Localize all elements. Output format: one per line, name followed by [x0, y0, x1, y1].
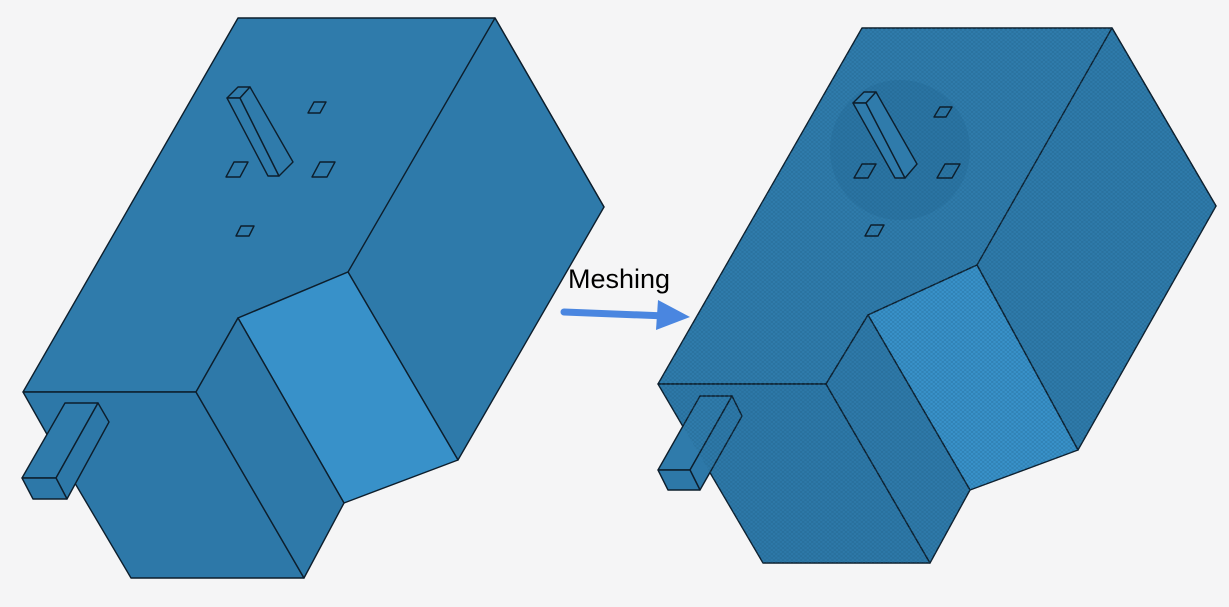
pocket-3: [311, 161, 336, 178]
meshing-label: Meshing: [568, 264, 671, 294]
meshing-arrow: [560, 300, 690, 330]
pocket-1: [307, 101, 327, 114]
pocket-4: [235, 225, 255, 237]
rib-end: [239, 86, 294, 177]
geometry-model: [21, 17, 605, 579]
front-right-face: [195, 317, 345, 579]
meshed-model: [657, 27, 1217, 564]
pocket-2: [225, 161, 249, 178]
peg-front: [21, 477, 68, 500]
